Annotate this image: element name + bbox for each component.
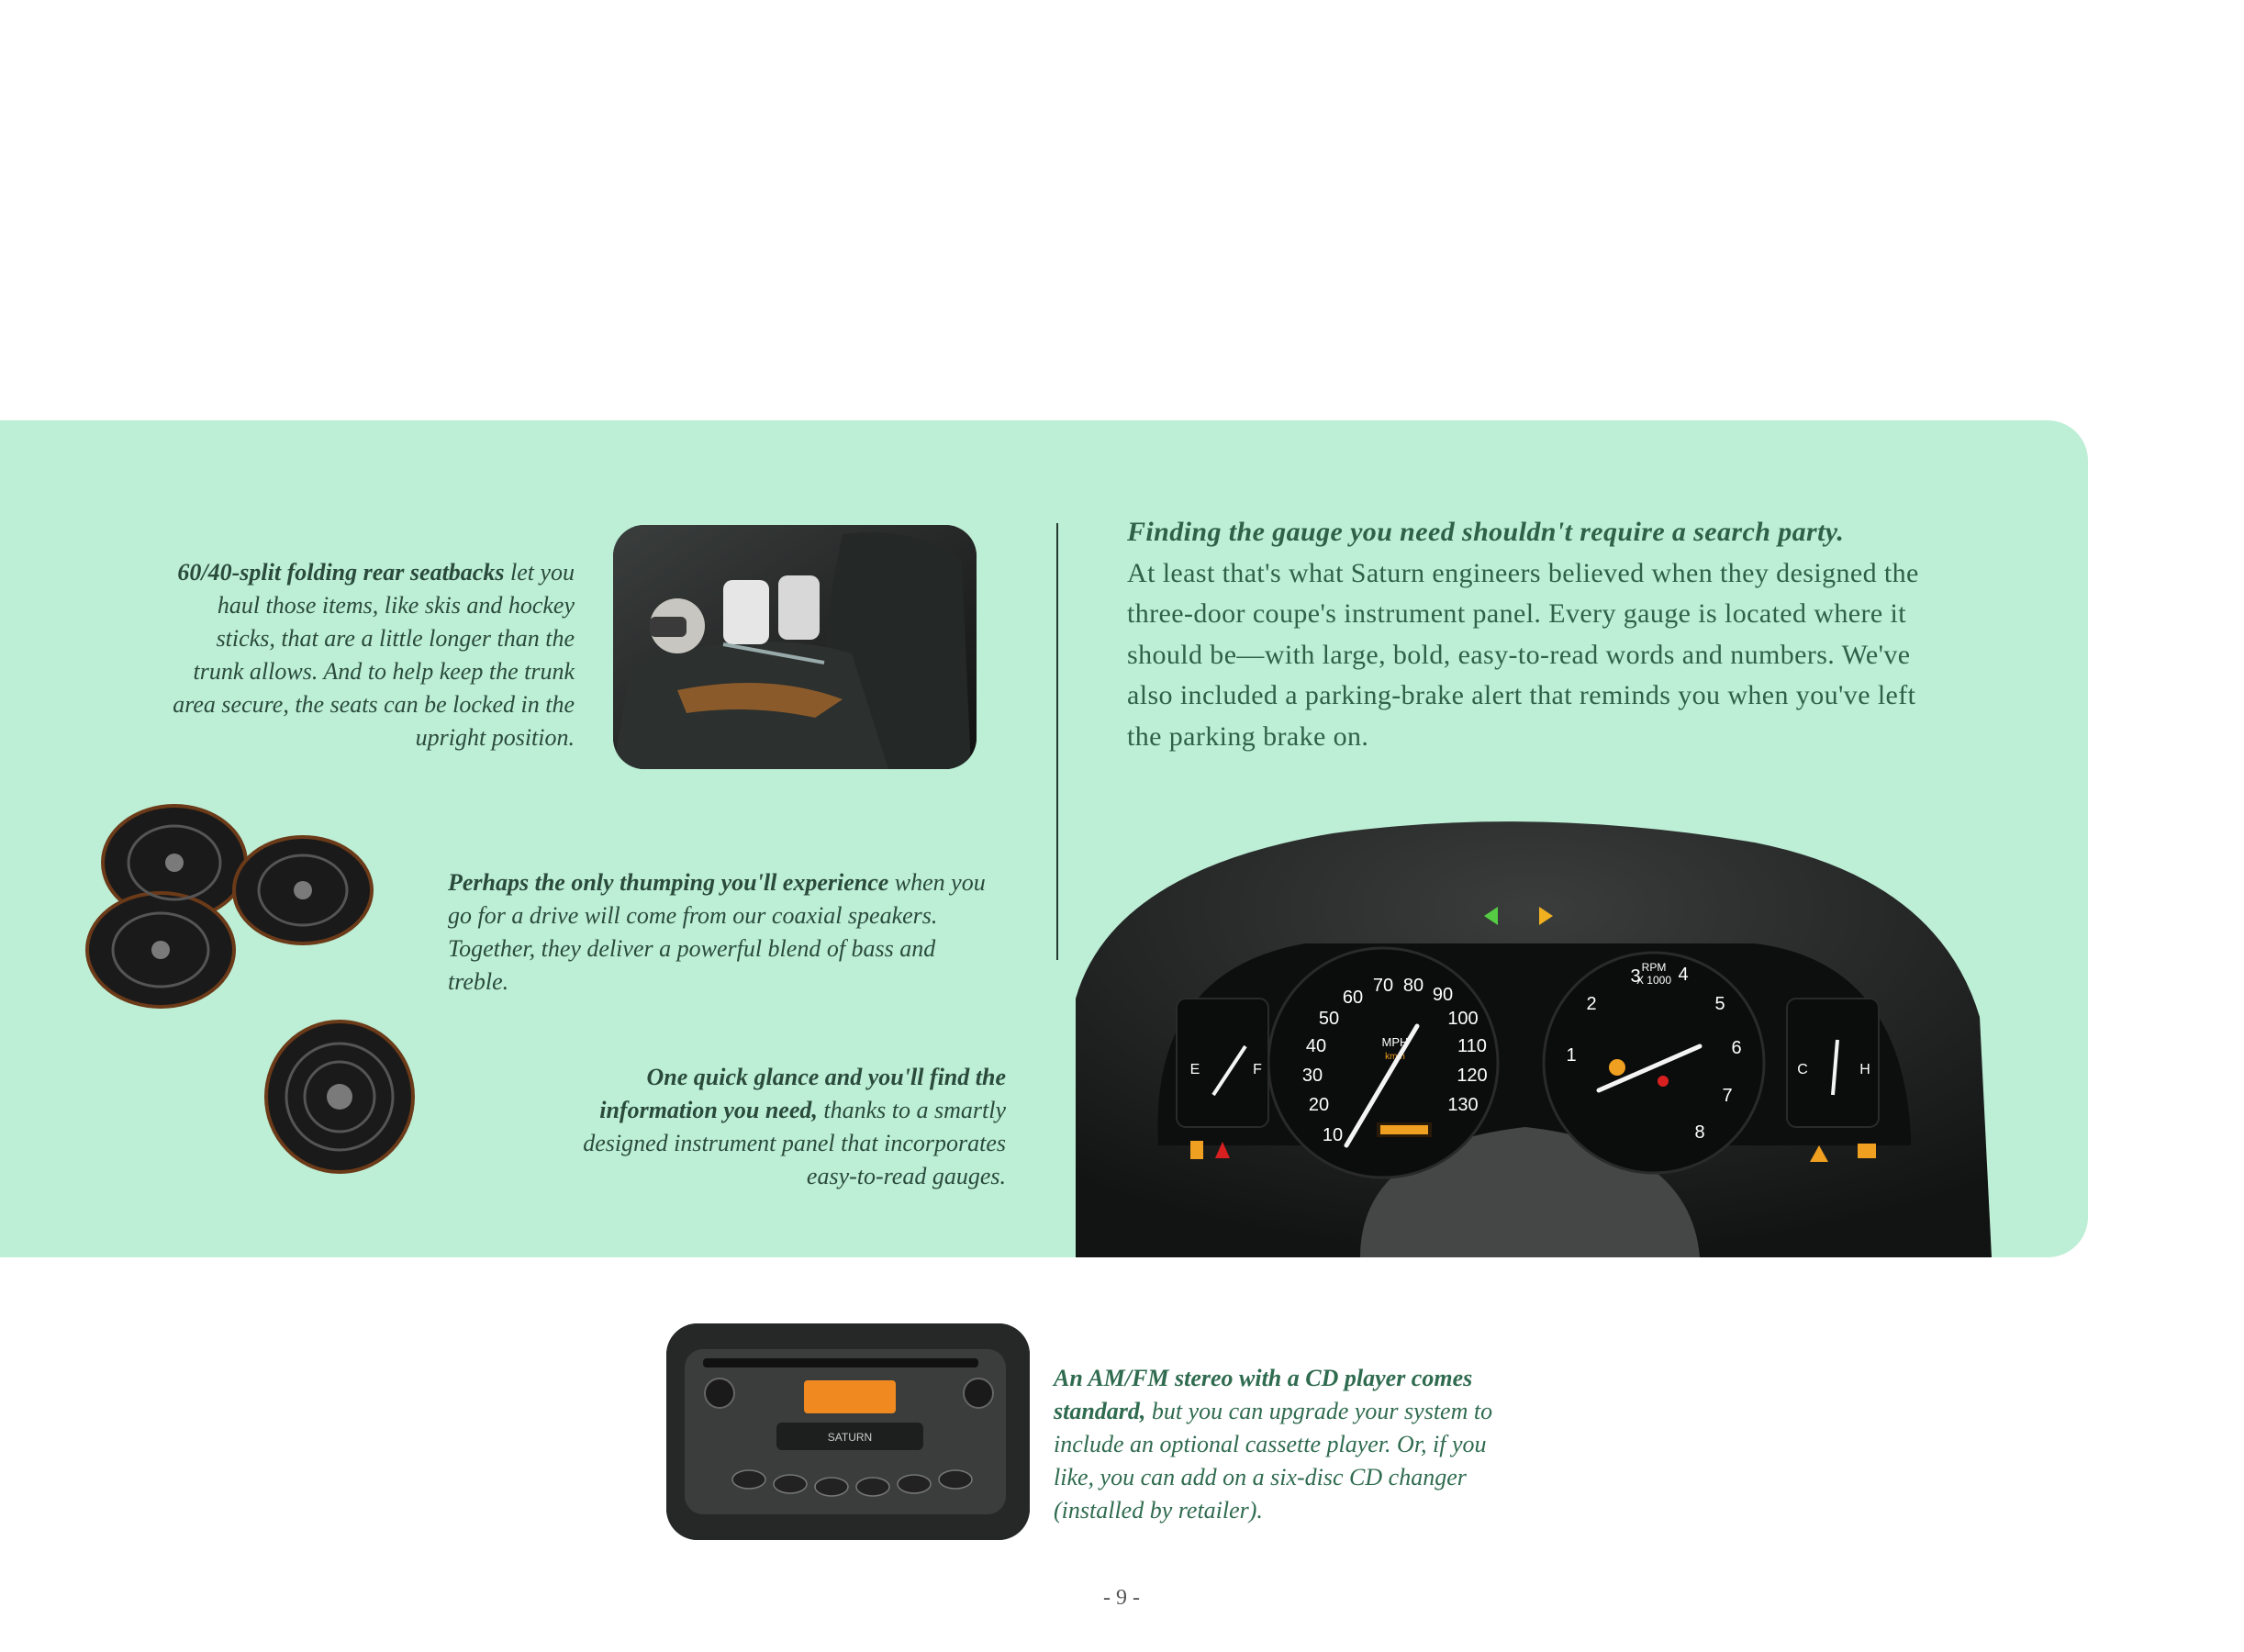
tach-label: 3 <box>1630 966 1640 987</box>
stereo-caption: An AM/FM stereo with a CD player comes s… <box>1054 1365 1493 1524</box>
turn-right-arrow-icon <box>1539 907 1553 925</box>
tachometer: 1 2 3 4 5 6 7 8 RPM X 1000 <box>1542 951 1766 1175</box>
page-number: - 9 - <box>1103 1586 1140 1610</box>
article-headline: Finding the gauge you need shouldn't req… <box>1127 517 1845 547</box>
speedo-label: 30 <box>1302 1066 1323 1086</box>
tach-label: 4 <box>1678 965 1688 985</box>
speedo-label: 100 <box>1447 1009 1478 1029</box>
speedo-label: 50 <box>1319 1009 1339 1029</box>
warning-light-icon <box>1215 1142 1230 1158</box>
speedo-label: 10 <box>1323 1125 1343 1145</box>
tach-label: 1 <box>1566 1045 1576 1066</box>
warning-triangle-icon <box>1810 1145 1828 1162</box>
speedo-label: 120 <box>1457 1066 1487 1086</box>
stereo-brand-label: SATURN <box>828 1431 872 1444</box>
tach-label: 2 <box>1586 994 1596 1014</box>
speedo-label: 80 <box>1403 976 1423 996</box>
indicator-light-icon <box>1858 1144 1876 1158</box>
tach-label: 8 <box>1694 1122 1704 1143</box>
temp-hot-label: H <box>1859 1062 1870 1077</box>
fuel-gauge: E F <box>1176 998 1269 1159</box>
fuel-empty-label: E <box>1190 1062 1200 1077</box>
speedo-label: 60 <box>1343 988 1363 1008</box>
temperature-gauge: C H <box>1786 998 1880 1162</box>
article-body: At least that's what Saturn engineers be… <box>1127 557 1919 752</box>
coaxial-speakers-photo <box>64 789 468 1193</box>
speakers-caption: Perhaps the only thumping you'll experie… <box>448 869 986 995</box>
fuel-full-label: F <box>1253 1062 1262 1077</box>
speed-unit-metric: km/h <box>1385 1052 1405 1062</box>
tach-label: 5 <box>1714 994 1725 1014</box>
speedometer: 10 20 30 40 50 60 70 80 90 100 110 120 1… <box>1267 946 1500 1179</box>
tach-rpm-label: RPM <box>1642 961 1667 974</box>
column-divider <box>1056 523 1058 960</box>
tach-label: 7 <box>1722 1086 1732 1106</box>
instrument-panel-article: Finding the gauge you need shouldn't req… <box>1127 512 1953 757</box>
instrument-cluster-photo: 10 20 30 40 50 60 70 80 90 100 110 120 1… <box>1057 815 1993 1257</box>
turn-left-arrow-icon <box>1484 907 1498 925</box>
stereo-cd-player-photo: SATURN <box>666 1323 1030 1540</box>
speed-unit: MPH <box>1382 1035 1409 1049</box>
speedo-label: 130 <box>1447 1095 1478 1115</box>
speedo-label: 40 <box>1306 1036 1326 1056</box>
tach-scale-label: X 1000 <box>1636 974 1671 987</box>
speedo-label: 110 <box>1457 1036 1487 1056</box>
speedo-label: 20 <box>1309 1095 1329 1115</box>
fuel-warning-icon <box>1190 1141 1203 1159</box>
speedo-label: 90 <box>1433 985 1453 1005</box>
rear-seat-photo <box>613 525 977 769</box>
speedo-label: 70 <box>1373 976 1393 996</box>
temp-cold-label: C <box>1797 1062 1808 1077</box>
tach-label: 6 <box>1731 1038 1741 1058</box>
instrument-panel-caption: One quick glance and you'll find the inf… <box>583 1064 1006 1189</box>
seatbacks-caption: 60/40-split folding rear seatbacks let y… <box>173 559 575 751</box>
